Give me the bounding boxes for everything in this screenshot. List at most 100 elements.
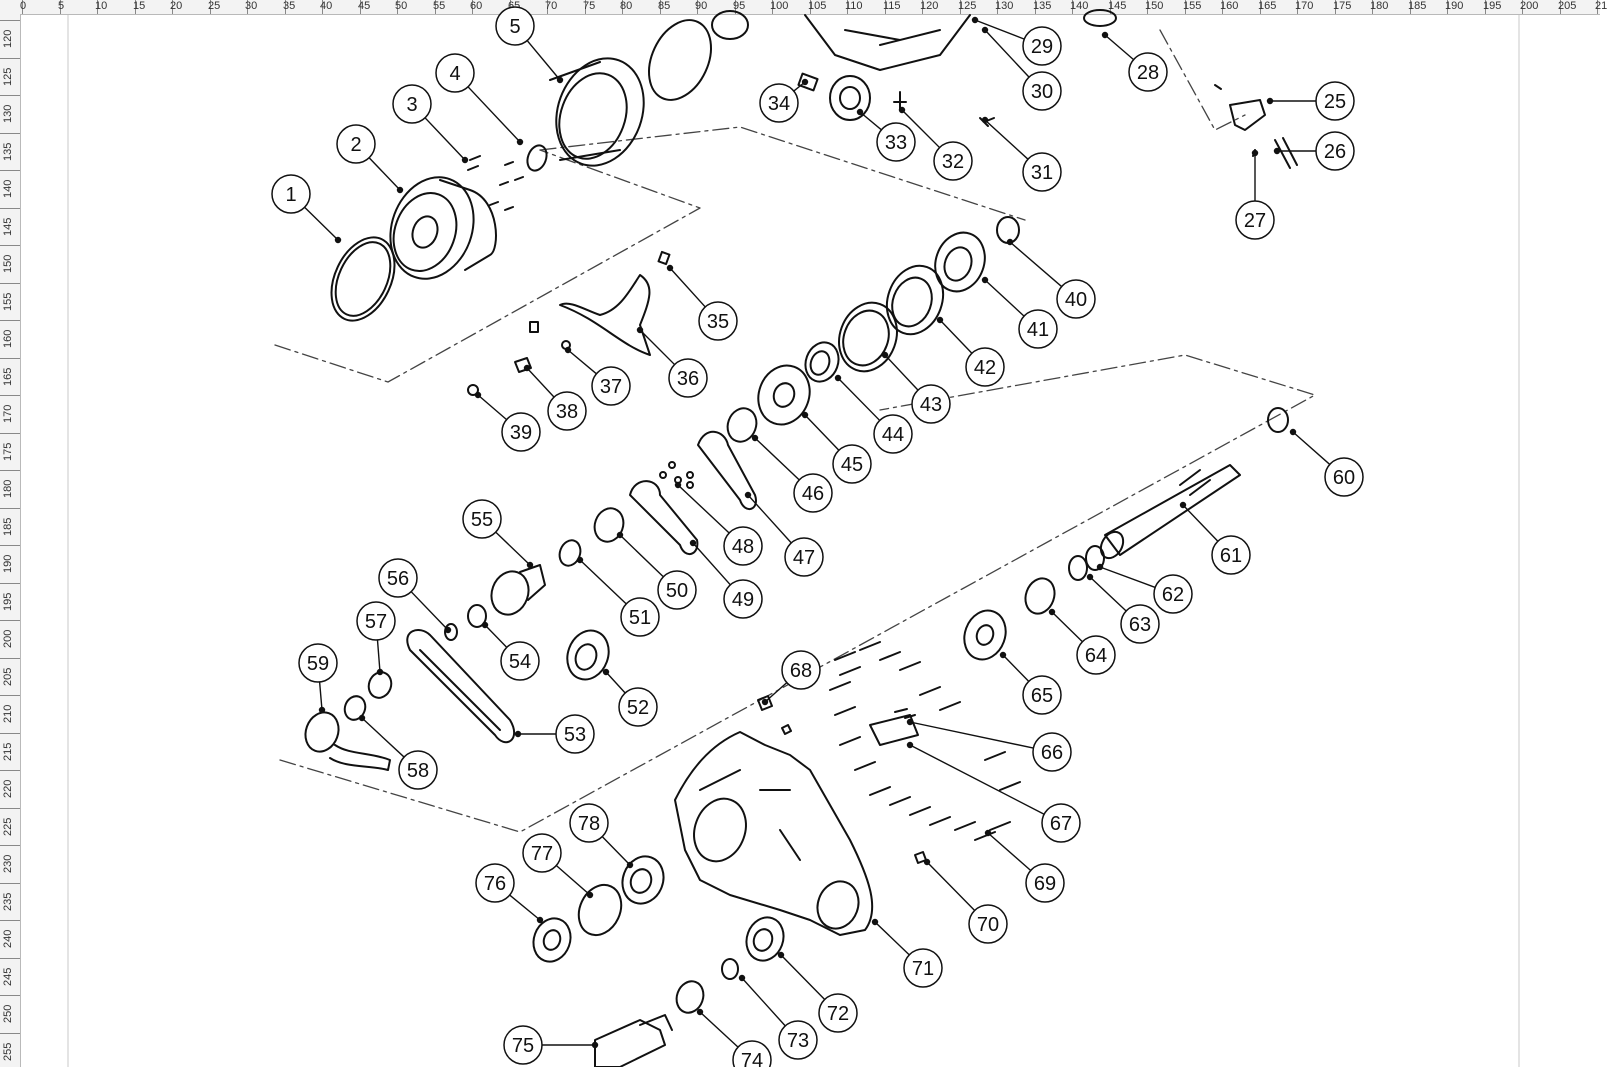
- ruler-tick: [0, 920, 20, 921]
- ruler-label: 165: [1258, 0, 1277, 12]
- ruler-tick: [22, 0, 23, 14]
- ruler-tick: [0, 283, 20, 284]
- ruler-label: 195: [1483, 0, 1502, 12]
- callout-circle: [1022, 71, 1062, 111]
- part-ring-54: [467, 604, 487, 628]
- leader-line: [605, 671, 626, 694]
- part-ring-50: [593, 507, 625, 543]
- callout-56: 56: [378, 558, 418, 598]
- ruler-tick: [735, 0, 736, 14]
- callout-circle: [793, 473, 833, 513]
- callout-label: 29: [1031, 36, 1053, 58]
- ruler-label: 140: [1070, 0, 1089, 12]
- leader-line: [1009, 241, 1063, 288]
- ruler-tick: [1522, 0, 1523, 14]
- callout-label: 5: [509, 16, 520, 38]
- callout-label: 32: [942, 151, 964, 173]
- callout-circle: [732, 1040, 772, 1067]
- callout-35: 35: [698, 301, 738, 341]
- leader-dot: [871, 918, 879, 926]
- leader-line: [601, 836, 631, 866]
- callout-circle: [1076, 635, 1116, 675]
- callout-46: 46: [793, 473, 833, 513]
- callout-label: 63: [1129, 614, 1151, 636]
- callout-circle: [657, 570, 697, 610]
- part-ring-64: [1024, 577, 1056, 615]
- ruler-tick: [1372, 0, 1373, 14]
- callout-label: 78: [578, 813, 600, 835]
- callout-label: 49: [732, 589, 754, 611]
- ruler-label: 50: [395, 0, 408, 12]
- callout-label: 74: [741, 1050, 763, 1067]
- leader-line: [467, 86, 521, 143]
- leader-line: [424, 117, 466, 161]
- part-ring-62: [1085, 545, 1105, 571]
- ruler-label: 20: [170, 0, 183, 12]
- ruler-label: 175: [2, 442, 14, 461]
- callout-27: 27: [1235, 200, 1275, 240]
- part-yoke: [1214, 84, 1298, 169]
- ruler-tick: [0, 395, 20, 396]
- ruler-tick: [1147, 0, 1148, 14]
- callout-label: 75: [512, 1035, 534, 1057]
- callout-64: 64: [1076, 635, 1116, 675]
- ruler-label: 120: [920, 0, 939, 12]
- callout-44: 44: [873, 414, 913, 454]
- callout-66: 66: [1032, 732, 1072, 772]
- ruler-tick: [247, 0, 248, 14]
- callout-circle: [968, 904, 1008, 944]
- callout-label: 61: [1220, 545, 1242, 567]
- ruler-tick: [1072, 0, 1073, 14]
- callout-51: 51: [620, 597, 660, 637]
- leader-dot: [318, 706, 326, 714]
- leader-line: [1292, 431, 1331, 465]
- callout-circle: [398, 750, 438, 790]
- leader-dot: [1101, 31, 1109, 39]
- ruler-label: 180: [1370, 0, 1389, 12]
- callout-label: 39: [510, 422, 532, 444]
- part-top-housing: [804, 14, 971, 71]
- leader-line: [484, 624, 508, 648]
- callout-41: 41: [1018, 309, 1058, 349]
- ruler-label: 115: [883, 0, 901, 12]
- ruler-label: 130: [2, 104, 14, 123]
- leader-line: [526, 367, 555, 398]
- leader-dot: [461, 156, 469, 164]
- callout-circle: [784, 537, 824, 577]
- leader-dot: [536, 916, 544, 924]
- callout-label: 76: [484, 873, 506, 895]
- callout-label: 37: [600, 376, 622, 398]
- ruler-tick: [697, 0, 698, 14]
- part-ring-63: [1068, 555, 1088, 581]
- ruler-label: 250: [2, 1004, 14, 1023]
- ruler-tick: [135, 0, 136, 14]
- ruler-tick: [922, 0, 923, 14]
- callout-5: 5: [495, 6, 535, 46]
- callout-label: 77: [531, 843, 553, 865]
- callout-circle: [392, 84, 432, 124]
- leader-dot: [516, 138, 524, 146]
- callout-label: 44: [882, 424, 904, 446]
- callout-circle: [378, 558, 418, 598]
- ruler-label: 195: [2, 592, 14, 611]
- ruler-tick: [847, 0, 848, 14]
- ruler-tick: [0, 208, 20, 209]
- ruler-tick: [0, 245, 20, 246]
- ruler-tick: [1410, 0, 1411, 14]
- ruler-label: 140: [2, 179, 14, 198]
- part-gear-55: [490, 564, 546, 616]
- callout-48: 48: [723, 526, 763, 566]
- leader-dot: [751, 434, 759, 442]
- callout-63: 63: [1120, 604, 1160, 644]
- part-bolts-69: [829, 641, 1021, 841]
- leader-dot: [523, 364, 531, 372]
- callout-73: 73: [778, 1020, 818, 1060]
- callout-26: 26: [1315, 131, 1355, 171]
- callout-65: 65: [1022, 675, 1062, 715]
- leader-line: [1104, 34, 1135, 61]
- ruler-label: 220: [2, 779, 14, 798]
- ruler-tick: [97, 0, 98, 14]
- ruler-label: 150: [1145, 0, 1164, 12]
